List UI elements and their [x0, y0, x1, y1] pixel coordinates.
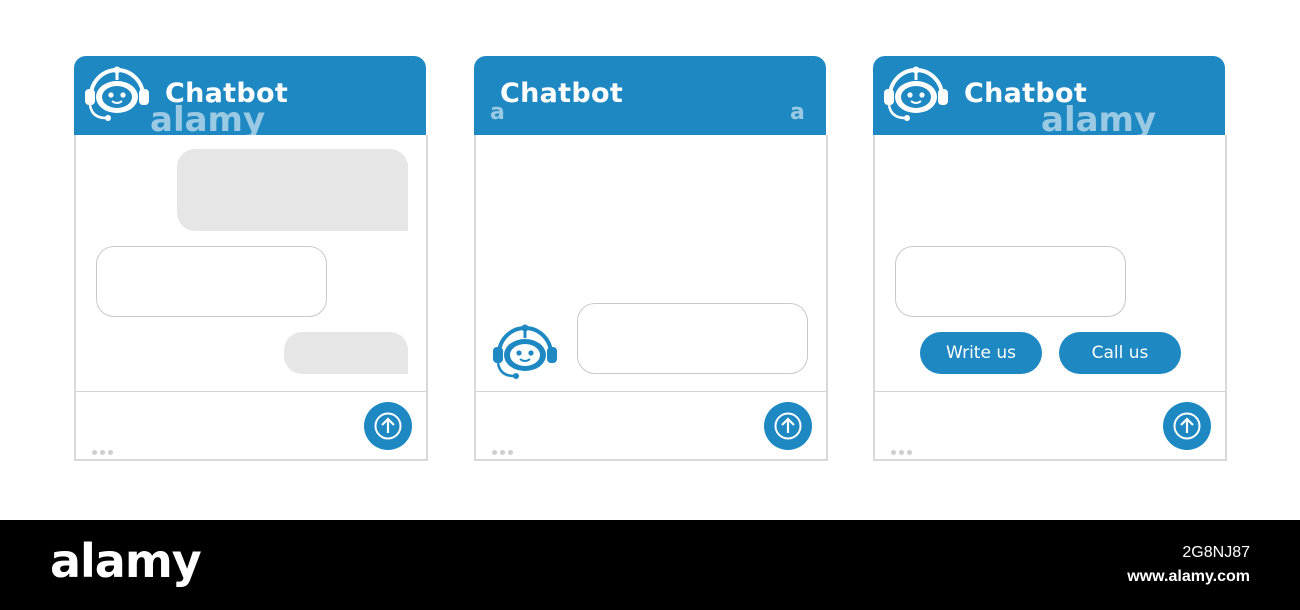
arrow-up-icon	[1173, 412, 1201, 440]
message-list: Write us Call us	[875, 135, 1225, 391]
send-button[interactable]	[1163, 402, 1211, 450]
message-composer[interactable]	[76, 392, 426, 459]
image-id: 2G8NJ87	[1182, 544, 1250, 561]
brand-logo: alamy	[50, 534, 202, 588]
chat-title: Chatbot	[500, 78, 624, 109]
stock-footer: alamy 2G8NJ87 www.alamy.com	[0, 520, 1300, 610]
watermark: alamy	[1041, 100, 1157, 140]
message-list	[476, 135, 826, 391]
divider	[476, 391, 826, 392]
site-url: www.alamy.com	[1127, 568, 1250, 585]
send-button[interactable]	[364, 402, 412, 450]
call-us-button[interactable]: Call us	[1059, 332, 1181, 374]
watermark: a	[490, 100, 505, 125]
typing-dots-icon	[891, 442, 915, 460]
send-button[interactable]	[764, 402, 812, 450]
chat-widget-1: Chatbot alamy	[74, 56, 428, 461]
watermark: a	[790, 100, 805, 125]
divider	[875, 391, 1225, 392]
arrow-up-icon	[774, 412, 802, 440]
robot-head-icon	[881, 66, 951, 126]
bot-message-bubble	[577, 303, 808, 374]
message-composer[interactable]	[875, 392, 1225, 459]
chat-widget-3: Chatbot alamy Write us Call us	[873, 56, 1227, 461]
chat-header: Chatbot alamy	[74, 56, 426, 140]
arrow-up-icon	[374, 412, 402, 440]
chat-title: Chatbot	[964, 78, 1088, 109]
typing-dots-icon	[492, 442, 516, 460]
chat-body	[474, 135, 828, 461]
bot-message-bubble	[895, 246, 1126, 317]
chat-body	[74, 135, 428, 461]
chat-header: Chatbot a a	[474, 56, 826, 135]
write-us-button[interactable]: Write us	[920, 332, 1042, 374]
chat-header: Chatbot alamy	[873, 56, 1225, 140]
chat-title: Chatbot	[165, 78, 289, 109]
robot-head-icon	[490, 324, 560, 384]
user-message-bubble	[284, 332, 408, 374]
chat-body: Write us Call us	[873, 135, 1227, 461]
bot-message-bubble	[96, 246, 327, 317]
watermark: alamy	[150, 100, 266, 140]
message-list	[76, 135, 426, 391]
user-message-bubble	[177, 149, 408, 231]
divider	[76, 391, 426, 392]
typing-dots-icon	[92, 442, 116, 460]
message-composer[interactable]	[476, 392, 826, 459]
robot-head-icon	[82, 66, 152, 126]
chat-widget-2: Chatbot a a	[474, 56, 828, 461]
